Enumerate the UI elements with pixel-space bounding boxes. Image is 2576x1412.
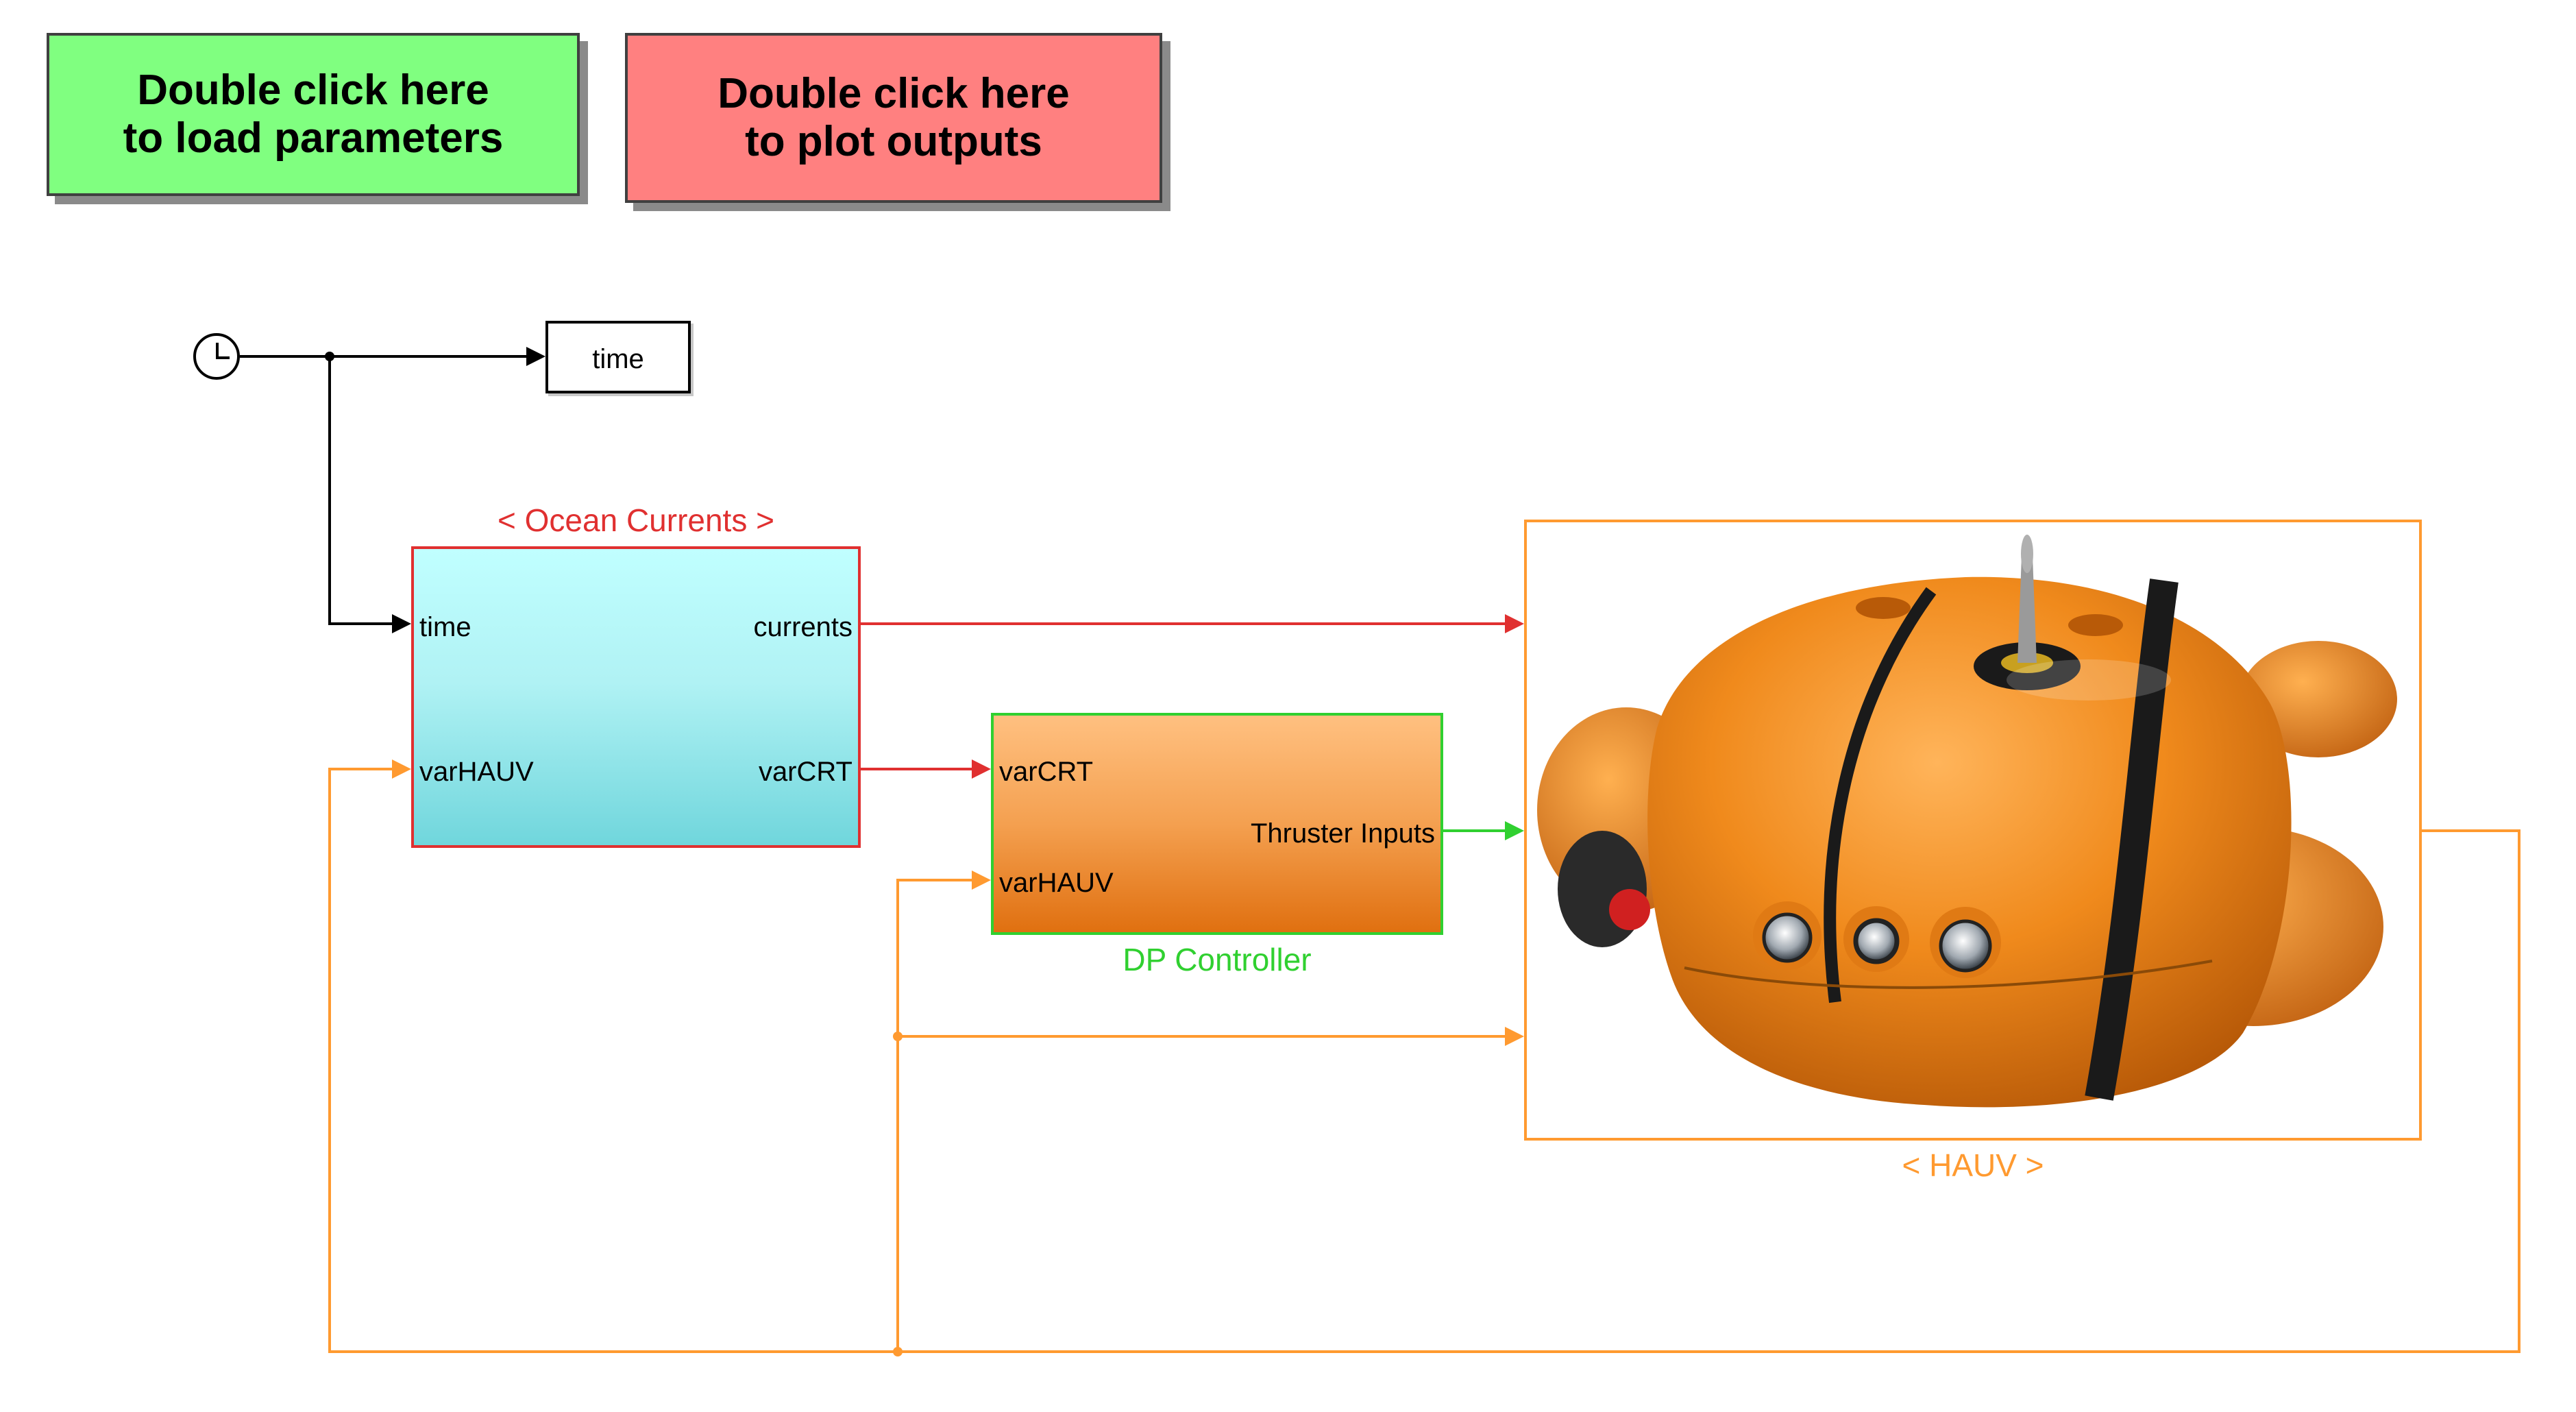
load-parameters-button[interactable]: Double click here to load parameters [47, 33, 580, 196]
dp-controller-title: DP Controller [1123, 942, 1312, 977]
port-varhauv: varHAUV [999, 868, 1114, 898]
hauv-vehicle-image [1537, 535, 2397, 1108]
thruster-arrow [1505, 821, 1524, 840]
ocean-varhauv-arrow [392, 759, 411, 779]
port-currents: currents [753, 612, 853, 642]
port-thruster-inputs: Thruster Inputs [1250, 818, 1435, 849]
ocean-time-arrow [392, 614, 411, 633]
port-varhauv: varHAUV [419, 757, 534, 787]
time-block-label: time [592, 344, 644, 374]
time-block-arrow [526, 347, 545, 366]
dp-varhauv-arrow [972, 871, 991, 890]
varcrt-arrow [972, 759, 991, 779]
clock-to-ocean-time-line[interactable] [328, 356, 393, 625]
port-varcrt: varCRT [999, 757, 1094, 787]
hauv-title: < HAUV > [1902, 1147, 2044, 1183]
currents-arrow [1505, 614, 1524, 633]
port-time: time [419, 612, 471, 642]
hauv-input-arrow [1505, 1027, 1524, 1046]
ocean-currents-title: < Ocean Currents > [498, 502, 774, 538]
dp-controller-block[interactable]: varCRT varHAUV Thruster Inputs [991, 713, 1443, 935]
feedback-line[interactable] [328, 768, 2520, 1353]
feedback-to-dp-line[interactable] [896, 879, 973, 1352]
time-output-block[interactable]: time [545, 321, 691, 393]
ocean-currents-block[interactable]: time varHAUV currents varCRT [411, 546, 861, 848]
hauv-block[interactable] [1524, 520, 2422, 1141]
clock-icon[interactable] [193, 333, 240, 380]
plot-outputs-button[interactable]: Double click here to plot outputs [625, 33, 1162, 203]
port-varcrt: varCRT [758, 757, 852, 787]
